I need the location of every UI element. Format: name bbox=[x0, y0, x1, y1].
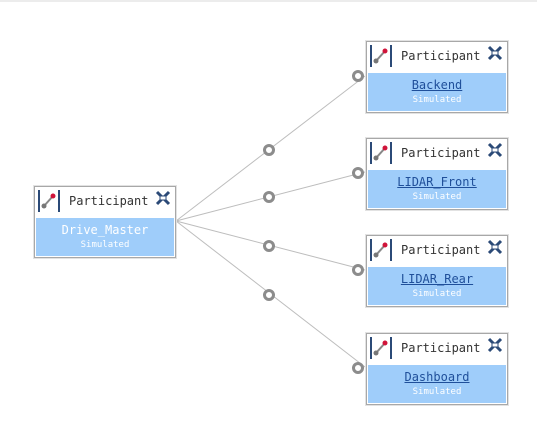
participant-name-link[interactable]: Dashboard bbox=[404, 370, 470, 384]
window-top-border bbox=[0, 0, 537, 2]
port-icon bbox=[263, 191, 275, 203]
participant-icon bbox=[370, 142, 392, 164]
port-icon bbox=[352, 264, 364, 276]
participant-icon bbox=[370, 45, 392, 67]
close-x-icon[interactable] bbox=[487, 45, 503, 61]
participant-body: Drive_Master Simulated bbox=[36, 218, 174, 256]
participant-type-label: Participant bbox=[401, 49, 481, 63]
participant-body: LIDAR_Rear Simulated bbox=[368, 267, 506, 305]
port-icon bbox=[263, 240, 275, 252]
participant-node-lidar-rear[interactable]: Participant LIDAR_Rear Simulated bbox=[366, 235, 508, 307]
port-icon bbox=[352, 167, 364, 179]
participant-status: Simulated bbox=[412, 387, 462, 397]
port-icon bbox=[263, 144, 275, 156]
close-x-icon[interactable] bbox=[487, 239, 503, 255]
port-icon bbox=[352, 362, 364, 374]
port-icon bbox=[263, 289, 275, 301]
participant-type-label: Participant bbox=[401, 243, 481, 257]
participant-icon bbox=[370, 337, 392, 359]
participant-header: Participant bbox=[367, 236, 507, 266]
close-x-icon[interactable] bbox=[155, 190, 171, 206]
participant-body: Dashboard Simulated bbox=[368, 365, 506, 403]
participant-header: Participant bbox=[367, 139, 507, 169]
participant-status: Simulated bbox=[412, 192, 462, 202]
participant-header: Participant bbox=[35, 187, 175, 217]
participant-icon bbox=[370, 239, 392, 261]
participant-header: Participant bbox=[367, 42, 507, 72]
participant-node-backend[interactable]: Participant Backend Simulated bbox=[366, 41, 508, 113]
participant-name: Drive_Master bbox=[61, 223, 149, 237]
participant-icon bbox=[38, 190, 60, 212]
port-icon bbox=[352, 70, 364, 82]
participant-header: Participant bbox=[367, 334, 507, 364]
participant-node-dashboard[interactable]: Participant Dashboard Simulated bbox=[366, 333, 508, 405]
participant-status: Simulated bbox=[412, 95, 462, 105]
close-x-icon[interactable] bbox=[487, 337, 503, 353]
participant-type-label: Participant bbox=[401, 341, 481, 355]
participant-body: Backend Simulated bbox=[368, 73, 506, 111]
participant-name-link[interactable]: Backend bbox=[411, 78, 463, 92]
participant-body: LIDAR_Front Simulated bbox=[368, 170, 506, 208]
participant-name-link[interactable]: LIDAR_Front bbox=[397, 175, 477, 189]
participant-type-label: Participant bbox=[69, 194, 149, 208]
participant-node-lidar-front[interactable]: Participant LIDAR_Front Simulated bbox=[366, 138, 508, 210]
participant-status: Simulated bbox=[412, 289, 462, 299]
participant-node-drive-master[interactable]: Participant Drive_Master Simulated bbox=[34, 186, 176, 258]
participant-status: Simulated bbox=[80, 240, 130, 250]
close-x-icon[interactable] bbox=[487, 142, 503, 158]
participant-type-label: Participant bbox=[401, 146, 481, 160]
participant-name-link[interactable]: LIDAR_Rear bbox=[400, 272, 474, 286]
